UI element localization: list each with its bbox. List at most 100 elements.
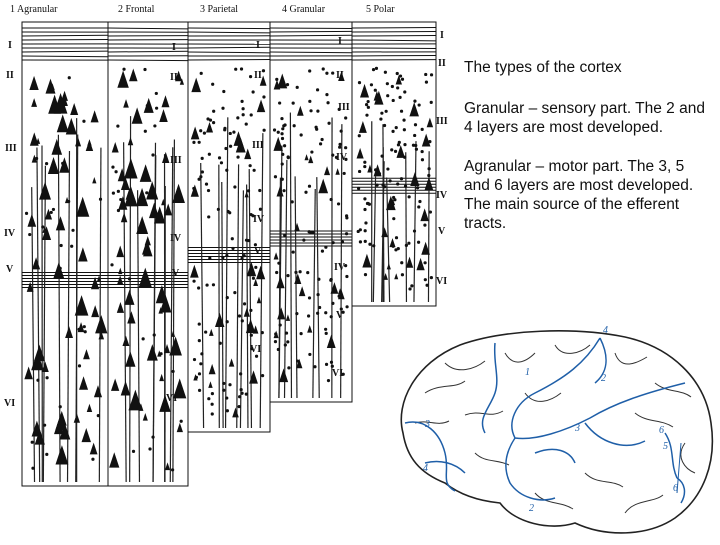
vertical-fibre xyxy=(373,176,375,302)
pyramidal-cell xyxy=(87,404,92,412)
granule-cell xyxy=(280,117,283,120)
granule-cell xyxy=(325,332,328,335)
granule-cell xyxy=(281,127,284,130)
layer-mark-i: I xyxy=(8,40,12,51)
granule-cell xyxy=(192,280,195,283)
vertical-fibre xyxy=(406,152,407,302)
layer-one-fibre xyxy=(22,51,108,52)
pyramidal-cell xyxy=(140,164,152,182)
granule-cell xyxy=(325,72,328,75)
pyramidal-cell xyxy=(24,366,33,379)
pyramidal-cell xyxy=(425,177,434,190)
granule-cell xyxy=(262,95,265,98)
pyramidal-cell xyxy=(39,182,51,200)
pyramidal-cell xyxy=(91,305,99,317)
layer-one-fibre xyxy=(108,28,188,29)
granule-cell xyxy=(245,392,248,395)
granule-cell xyxy=(316,88,319,91)
description-text: The types of the cortex Granular – senso… xyxy=(464,58,714,253)
granule-cell xyxy=(414,123,417,126)
brain-label-4-left: 4 xyxy=(423,463,428,474)
pyramidal-cell xyxy=(416,258,424,270)
col2-mark-iv: IV xyxy=(170,233,181,244)
granule-cell xyxy=(292,250,295,253)
col3-mark-ii: II xyxy=(254,70,262,81)
pyramidal-cell xyxy=(410,172,419,186)
granule-cell xyxy=(249,164,252,167)
col4-mark-i: I xyxy=(338,36,342,47)
agranular-description: Agranular – motor part. The 3, 5 and 6 l… xyxy=(464,157,714,233)
granule-cell xyxy=(316,312,319,315)
granule-cell xyxy=(413,134,416,137)
granule-cell xyxy=(363,197,366,200)
pyramidal-cell xyxy=(276,276,284,288)
pyramidal-cell xyxy=(118,268,122,274)
granule-cell xyxy=(358,170,361,173)
granule-cell xyxy=(153,124,156,127)
granule-cell xyxy=(236,155,239,158)
granule-cell xyxy=(231,237,234,240)
pyramidal-cell xyxy=(396,145,405,158)
granule-cell xyxy=(200,352,203,355)
pyramidal-cell xyxy=(209,364,216,374)
granule-cell xyxy=(221,256,224,259)
pyramidal-cell xyxy=(128,390,142,411)
granule-cell xyxy=(430,73,433,76)
granule-cell xyxy=(327,379,330,382)
granule-cell xyxy=(424,73,427,76)
brain-label-4-top: 4 xyxy=(603,325,608,336)
granule-cell xyxy=(43,424,46,427)
granule-cell xyxy=(45,376,48,379)
granule-cell xyxy=(386,82,389,85)
pyramidal-cell xyxy=(244,149,251,160)
granule-cell xyxy=(295,312,298,315)
vertical-fibre xyxy=(414,141,416,302)
granule-cell xyxy=(232,131,235,134)
granule-cell xyxy=(233,291,236,294)
col2-mark-ii: II xyxy=(170,72,178,83)
granule-cell xyxy=(155,107,158,110)
granule-cell xyxy=(245,239,248,242)
granule-cell xyxy=(380,112,383,115)
granule-cell xyxy=(287,366,290,369)
granule-cell xyxy=(91,458,94,461)
vertical-fibre xyxy=(285,160,287,398)
granule-cell xyxy=(308,100,311,103)
granule-cell xyxy=(211,403,214,406)
granule-cell xyxy=(28,233,31,236)
brain-label-2: 2 xyxy=(601,373,606,384)
pyramidal-cell xyxy=(191,185,199,197)
granule-cell xyxy=(261,374,264,377)
column-label-parietal: 3 Parietal xyxy=(200,4,238,15)
col3-mark-i: I xyxy=(256,40,260,51)
pyramidal-cell xyxy=(109,452,119,467)
granule-cell xyxy=(282,189,285,192)
granule-cell xyxy=(286,83,289,86)
granule-cell xyxy=(243,302,246,305)
granule-cell xyxy=(223,128,226,131)
granule-cell xyxy=(309,109,312,112)
granule-cell xyxy=(205,283,208,286)
granule-cell xyxy=(97,414,100,417)
granule-cell xyxy=(224,147,227,150)
col4-mark-vi: VI xyxy=(332,368,343,379)
granule-cell xyxy=(421,150,424,153)
vertical-fibre xyxy=(295,176,297,398)
granule-cell xyxy=(424,278,427,281)
granule-cell xyxy=(325,363,328,366)
pyramidal-cell xyxy=(149,203,159,218)
pyramidal-cell xyxy=(177,423,183,432)
granule-cell xyxy=(31,441,34,444)
granule-cell xyxy=(110,263,113,266)
col2-mark-iii: III xyxy=(170,155,182,166)
brain-label-2-bottom: 2 xyxy=(529,503,534,514)
granule-cell xyxy=(331,154,334,157)
granule-cell xyxy=(359,240,362,243)
granule-cell xyxy=(326,101,329,104)
granule-cell xyxy=(50,211,53,214)
pyramidal-cell xyxy=(125,351,135,367)
granule-cell xyxy=(284,343,287,346)
layer-one-fibre xyxy=(22,39,108,40)
pyramidal-cell xyxy=(357,148,364,159)
granule-cell xyxy=(392,217,395,220)
